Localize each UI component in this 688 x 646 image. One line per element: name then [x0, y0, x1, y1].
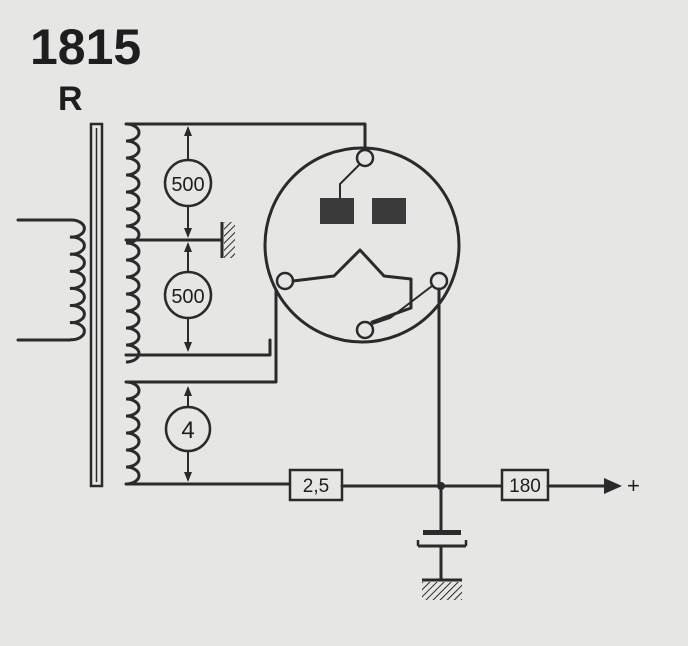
voltmeter-lower-value: 4 — [181, 417, 194, 444]
filament — [291, 248, 413, 324]
filter-capacitor — [416, 484, 468, 582]
voltage-indicator-upper — [184, 126, 192, 238]
voltmeter-upper-value: 500 — [171, 174, 204, 196]
voltmeter-upper — [163, 158, 213, 208]
resistor-left-value: 2,5 — [303, 476, 329, 497]
resistor-left — [288, 468, 344, 502]
anode2-wire — [124, 338, 272, 357]
output-polarity: + — [627, 473, 640, 498]
anode-left — [320, 198, 354, 224]
model-number: 1815 — [30, 19, 141, 75]
voltage-indicator-middle — [184, 242, 192, 352]
anode1-wire — [124, 122, 367, 152]
primary-winding — [16, 218, 86, 342]
ground-symbol-lower — [422, 578, 462, 600]
ground-symbol-upper — [220, 222, 235, 258]
voltmeter-middle-value: 500 — [171, 286, 204, 308]
secondary-heater-winding — [125, 380, 141, 486]
heater-wire-top — [124, 288, 278, 384]
anode-right — [372, 198, 406, 224]
voltmeter-lower — [164, 405, 212, 453]
output-arrow — [546, 478, 622, 494]
voltage-indicator-lower — [184, 386, 192, 482]
secondary-hv-winding — [125, 122, 141, 364]
model-suffix: R — [58, 80, 83, 118]
rectifier-tube — [263, 146, 461, 344]
resistor-right-value: 180 — [509, 476, 541, 497]
voltmeter-middle — [163, 270, 213, 320]
